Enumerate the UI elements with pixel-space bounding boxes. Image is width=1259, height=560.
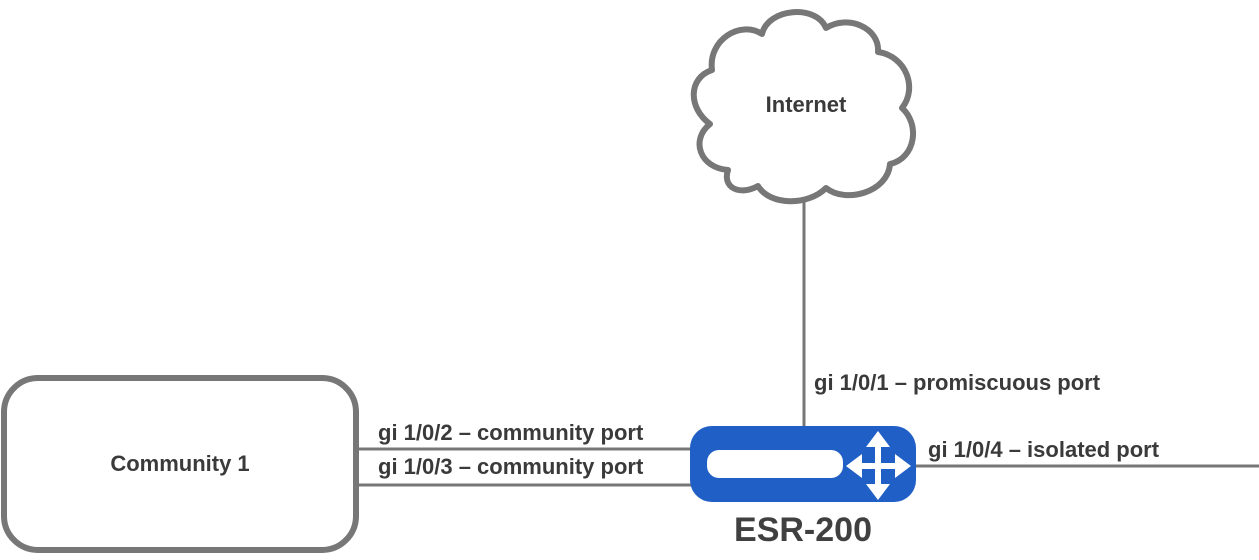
port-label-isolated: gi 1/0/4 – isolated port	[928, 437, 1160, 462]
router-icon	[690, 426, 916, 502]
port-label-community-3: gi 1/0/3 – community port	[378, 454, 644, 479]
community-box	[1, 375, 359, 553]
cloud-icon	[690, 9, 917, 205]
port-label-community-2: gi 1/0/2 – community port	[378, 420, 644, 445]
cloud-label: Internet	[766, 92, 847, 117]
port-label-promiscuous: gi 1/0/1 – promiscuous port	[814, 370, 1101, 395]
router-label: ESR-200	[734, 511, 872, 549]
community-label: Community 1	[110, 451, 249, 476]
